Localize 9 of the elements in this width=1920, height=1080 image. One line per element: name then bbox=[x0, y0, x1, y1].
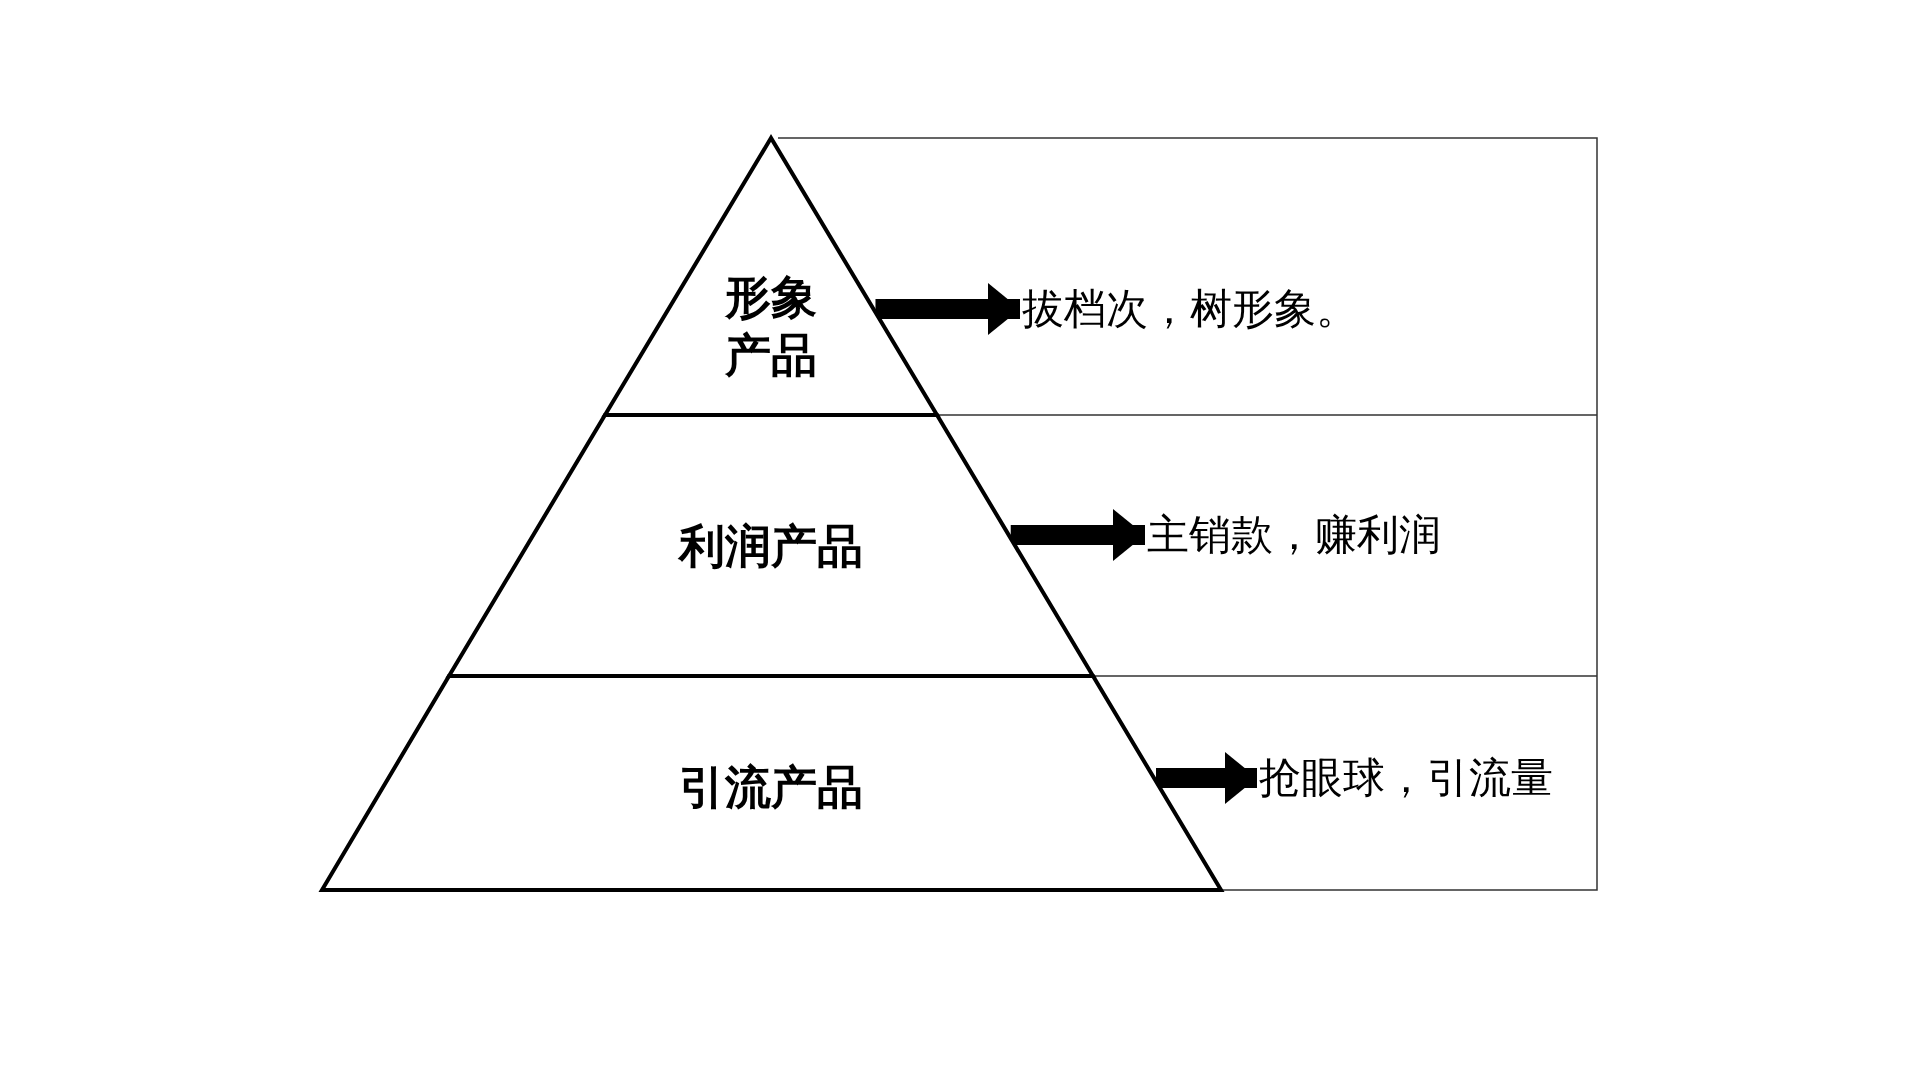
arrow bbox=[875, 283, 1020, 335]
arrow bbox=[1156, 752, 1257, 804]
description-text: 抢眼球，引流量 bbox=[1259, 752, 1553, 804]
tier-label: 利润产品 bbox=[677, 518, 864, 575]
tier-label: 引流产品 bbox=[678, 759, 864, 816]
description-text: 主销款，赚利润 bbox=[1147, 509, 1441, 561]
description-text: 拔档次，树形象。 bbox=[1022, 283, 1358, 335]
arrow bbox=[1010, 509, 1145, 561]
tier-label: 形象产品 bbox=[724, 269, 818, 384]
